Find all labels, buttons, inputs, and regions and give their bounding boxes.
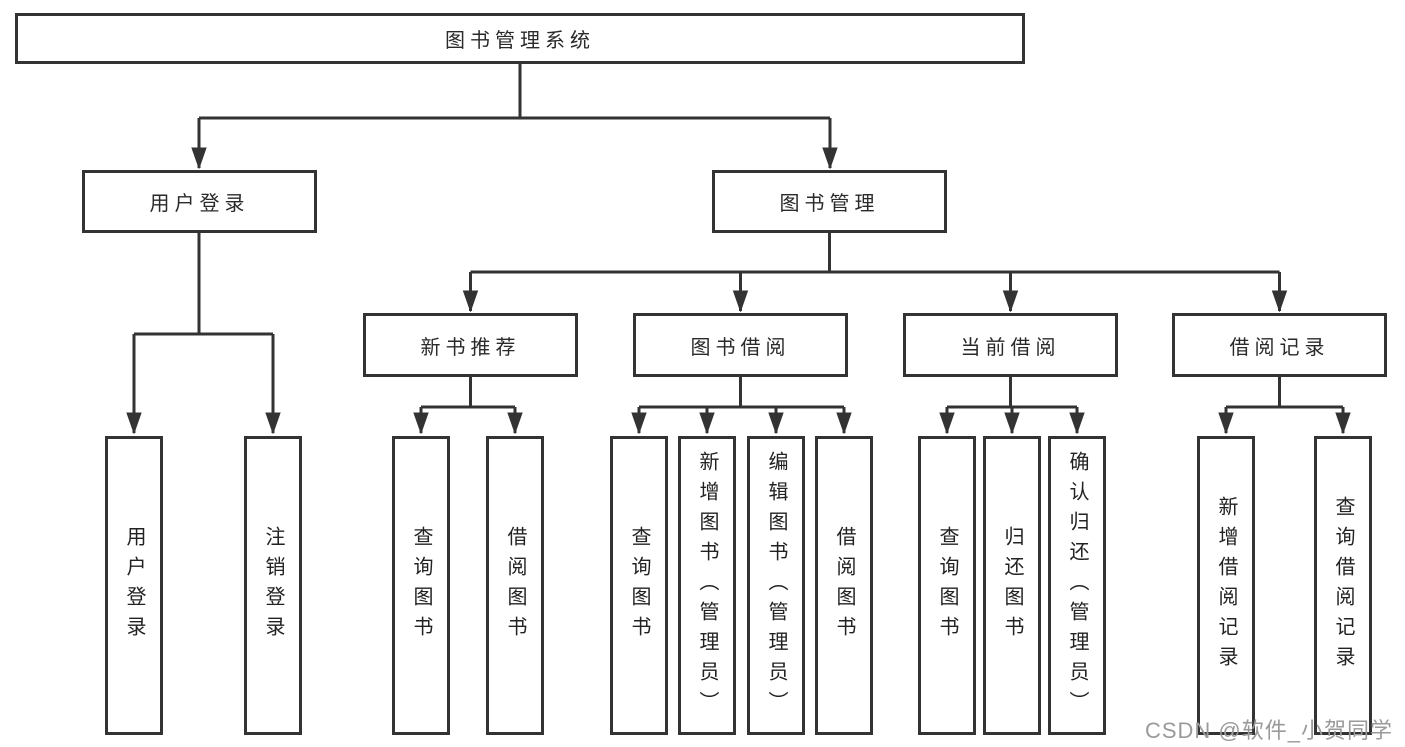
leaf-borrow-add-books-admin-label: 新增图书（管理员） [696, 450, 718, 721]
leaf-current-query-books-label: 查询图书 [936, 525, 958, 646]
leaf-records-add-record-label: 新增借阅记录 [1215, 495, 1237, 676]
node-new-book-recommendation: 新书推荐 [363, 313, 578, 377]
node-book-management-label: 图书管理 [779, 193, 880, 215]
leaf-borrow-query-books: 查询图书 [610, 436, 668, 735]
leaf-current-return-books-label: 归还图书 [1001, 525, 1023, 646]
node-root-label: 图书管理系统 [445, 30, 595, 52]
node-new-book-recommendation-label: 新书推荐 [420, 336, 521, 359]
leaf-borrow-add-books-admin: 新增图书（管理员） [678, 436, 736, 735]
leaf-borrow-borrow-books: 借阅图书 [815, 436, 873, 735]
leaf-recommend-borrow-books: 借阅图书 [486, 436, 544, 735]
leaf-borrow-edit-books-admin-label: 编辑图书（管理员） [765, 450, 787, 721]
leaf-current-confirm-return-admin-label: 确认归还（管理员） [1066, 450, 1088, 721]
leaf-recommend-query-books-label: 查询图书 [410, 525, 432, 646]
node-book-borrowing-label: 图书借阅 [690, 336, 791, 359]
leaf-recommend-borrow-books-label: 借阅图书 [504, 525, 526, 646]
leaf-records-query-record-label: 查询借阅记录 [1332, 495, 1354, 676]
node-current-borrowing: 当前借阅 [903, 313, 1118, 377]
leaf-current-confirm-return-admin: 确认归还（管理员） [1048, 436, 1106, 735]
leaf-records-add-record: 新增借阅记录 [1197, 436, 1255, 735]
leaf-borrow-edit-books-admin: 编辑图书（管理员） [747, 436, 805, 735]
node-borrowing-records: 借阅记录 [1172, 313, 1387, 377]
leaf-current-query-books: 查询图书 [918, 436, 976, 735]
leaf-borrow-borrow-books-label: 借阅图书 [833, 525, 855, 646]
node-user-login: 用户登录 [82, 170, 317, 233]
leaf-records-query-record: 查询借阅记录 [1314, 436, 1372, 735]
leaf-borrow-query-books-label: 查询图书 [628, 525, 650, 646]
node-root: 图书管理系统 [15, 13, 1025, 64]
leaf-current-return-books: 归还图书 [983, 436, 1041, 735]
node-book-borrowing: 图书借阅 [633, 313, 848, 377]
node-book-management: 图书管理 [712, 170, 947, 233]
leaf-recommend-query-books: 查询图书 [392, 436, 450, 735]
leaf-user-login: 用户登录 [105, 436, 163, 735]
leaf-logout-label: 注销登录 [262, 525, 284, 646]
node-user-login-label: 用户登录 [149, 193, 250, 215]
node-current-borrowing-label: 当前借阅 [960, 336, 1061, 359]
node-borrowing-records-label: 借阅记录 [1229, 336, 1330, 359]
leaf-logout: 注销登录 [244, 436, 302, 735]
leaf-user-login-label: 用户登录 [123, 525, 145, 646]
csdn-watermark: CSDN @软件_小贺同学 [1144, 718, 1393, 743]
